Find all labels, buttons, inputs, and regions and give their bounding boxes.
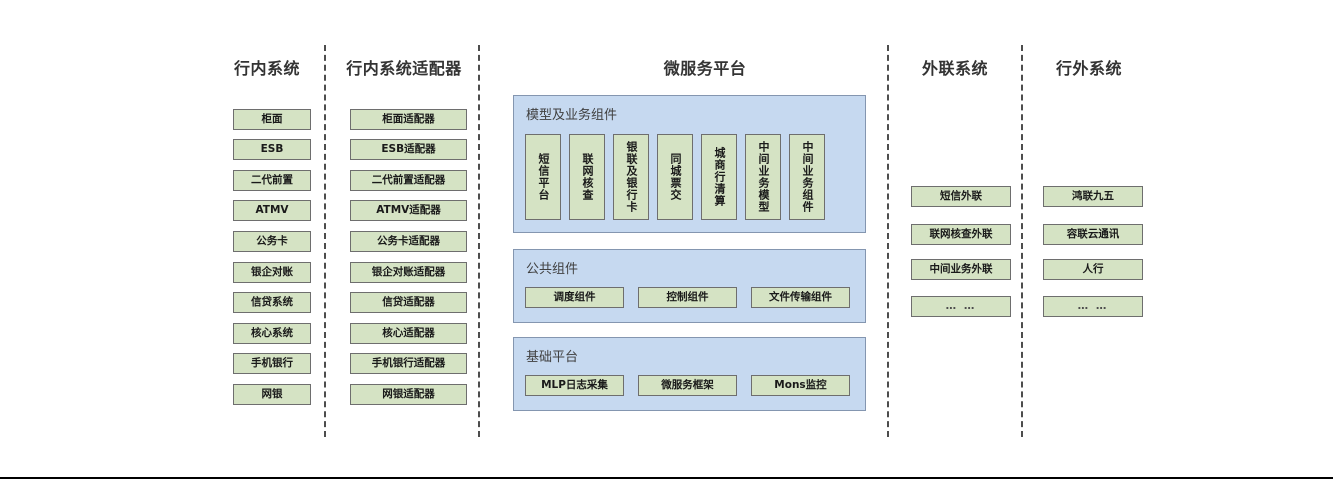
node-adapter-2[interactable]: ESB适配器 bbox=[350, 139, 467, 160]
node-adapter-1[interactable]: 柜面适配器 bbox=[350, 109, 467, 130]
node-model-7[interactable]: 中间业务组件 bbox=[789, 134, 825, 220]
node-adapter-8[interactable]: 核心适配器 bbox=[350, 323, 467, 344]
node-adapter-6[interactable]: 银企对账适配器 bbox=[350, 262, 467, 283]
node-outside-4[interactable]: … … bbox=[1043, 296, 1143, 317]
node-inner-system-2[interactable]: ESB bbox=[233, 139, 311, 160]
column-divider-1 bbox=[324, 45, 326, 437]
node-inner-system-8[interactable]: 核心系统 bbox=[233, 323, 311, 344]
node-public-1[interactable]: 调度组件 bbox=[525, 287, 624, 308]
panel-title-base-platform: 基础平台 bbox=[526, 350, 579, 365]
node-adapter-7[interactable]: 信贷适配器 bbox=[350, 292, 467, 313]
node-model-2[interactable]: 联网核查 bbox=[569, 134, 605, 220]
node-base-2[interactable]: 微服务框架 bbox=[638, 375, 737, 396]
node-model-4[interactable]: 同城票交 bbox=[657, 134, 693, 220]
node-base-1[interactable]: MLP日志采集 bbox=[525, 375, 624, 396]
node-inner-system-6[interactable]: 银企对账 bbox=[233, 262, 311, 283]
node-model-5[interactable]: 城商行清算 bbox=[701, 134, 737, 220]
column-title-inner-systems: 行内系统 bbox=[233, 59, 300, 78]
node-inner-system-3[interactable]: 二代前置 bbox=[233, 170, 311, 191]
node-adapter-5[interactable]: 公务卡适配器 bbox=[350, 231, 467, 252]
node-inner-system-5[interactable]: 公务卡 bbox=[233, 231, 311, 252]
column-divider-3 bbox=[887, 45, 889, 437]
node-adapter-4[interactable]: ATMV适配器 bbox=[350, 200, 467, 221]
node-external-3[interactable]: 中间业务外联 bbox=[911, 259, 1011, 280]
node-outside-1[interactable]: 鸿联九五 bbox=[1043, 186, 1143, 207]
node-inner-system-1[interactable]: 柜面 bbox=[233, 109, 311, 130]
panel-title-model-business-components: 模型及业务组件 bbox=[526, 108, 618, 123]
node-model-3[interactable]: 银联及银行卡 bbox=[613, 134, 649, 220]
node-public-2[interactable]: 控制组件 bbox=[638, 287, 737, 308]
panel-title-public-components: 公共组件 bbox=[526, 262, 579, 277]
node-external-4[interactable]: … … bbox=[911, 296, 1011, 317]
bottom-divider bbox=[0, 477, 1333, 479]
node-base-3[interactable]: Mons监控 bbox=[751, 375, 850, 396]
node-public-3[interactable]: 文件传输组件 bbox=[751, 287, 850, 308]
node-adapter-9[interactable]: 手机银行适配器 bbox=[350, 353, 467, 374]
column-title-microservice-platform: 微服务平台 bbox=[663, 59, 747, 78]
node-outside-2[interactable]: 容联云通讯 bbox=[1043, 224, 1143, 245]
node-inner-system-9[interactable]: 手机银行 bbox=[233, 353, 311, 374]
node-adapter-3[interactable]: 二代前置适配器 bbox=[350, 170, 467, 191]
node-model-6[interactable]: 中间业务模型 bbox=[745, 134, 781, 220]
panel-public-components: 公共组件 bbox=[513, 249, 866, 323]
column-divider-2 bbox=[478, 45, 480, 437]
column-title-external-link-systems: 外联系统 bbox=[921, 59, 988, 78]
node-adapter-10[interactable]: 网银适配器 bbox=[350, 384, 467, 405]
panel-base-platform: 基础平台 bbox=[513, 337, 866, 411]
node-inner-system-10[interactable]: 网银 bbox=[233, 384, 311, 405]
node-external-1[interactable]: 短信外联 bbox=[911, 186, 1011, 207]
node-inner-system-4[interactable]: ATMV bbox=[233, 200, 311, 221]
node-inner-system-7[interactable]: 信贷系统 bbox=[233, 292, 311, 313]
node-outside-3[interactable]: 人行 bbox=[1043, 259, 1143, 280]
node-external-2[interactable]: 联网核查外联 bbox=[911, 224, 1011, 245]
column-title-outside-bank-systems: 行外系统 bbox=[1055, 59, 1122, 78]
node-model-1[interactable]: 短信平台 bbox=[525, 134, 561, 220]
column-title-inner-system-adapters: 行内系统适配器 bbox=[346, 59, 462, 78]
column-divider-4 bbox=[1021, 45, 1023, 437]
